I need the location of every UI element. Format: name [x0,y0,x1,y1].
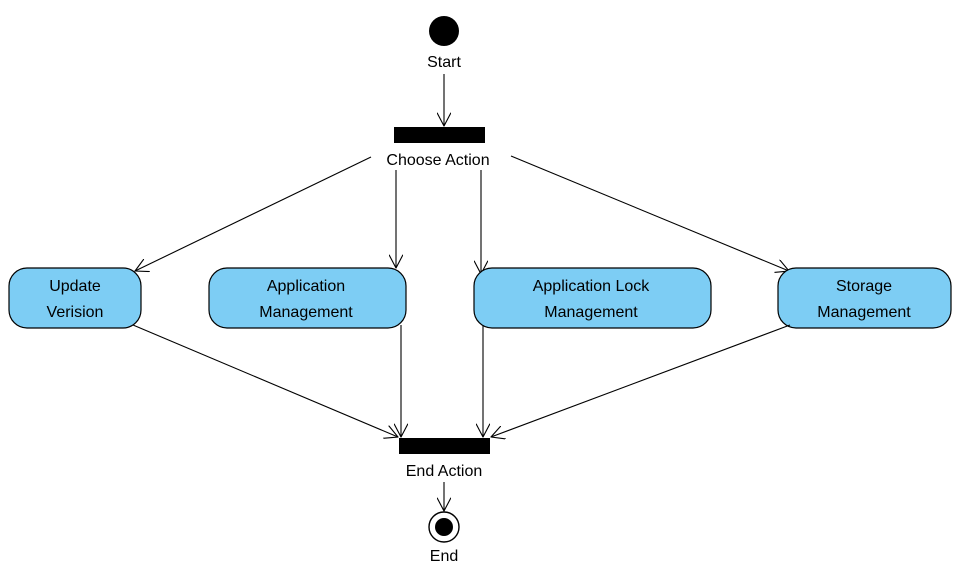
join-label: End Action [406,463,483,480]
action-application-management-line2: Management [259,304,353,321]
edge-fork-to-storage [510,155,789,271]
action-application-management-line1: Application [267,278,345,295]
start-label: Start [427,54,461,71]
action-update-version: Update Verision [8,267,142,329]
action-update-version-line2: Verision [47,304,104,321]
action-storage-management-line2: Management [817,304,911,321]
action-application-lock-management: Application Lock Management [473,267,712,329]
edge-update-to-join [132,324,398,437]
action-application-lock-management-line2: Management [544,304,638,321]
fork-label: Choose Action [386,152,489,169]
end-label: End [430,548,458,565]
action-storage-management: Storage Management [777,267,952,329]
end-node [428,511,460,543]
fork-bar [394,127,485,143]
edge-fork-to-update [135,156,372,271]
action-application-lock-management-line1: Application Lock [533,278,651,295]
join-bar [399,438,490,454]
start-node [429,16,459,46]
edge-storage-to-join [491,324,791,437]
action-application-management: Application Management [208,267,407,329]
action-storage-management-line1: Storage [836,278,892,295]
action-update-version-line1: Update [49,278,101,295]
